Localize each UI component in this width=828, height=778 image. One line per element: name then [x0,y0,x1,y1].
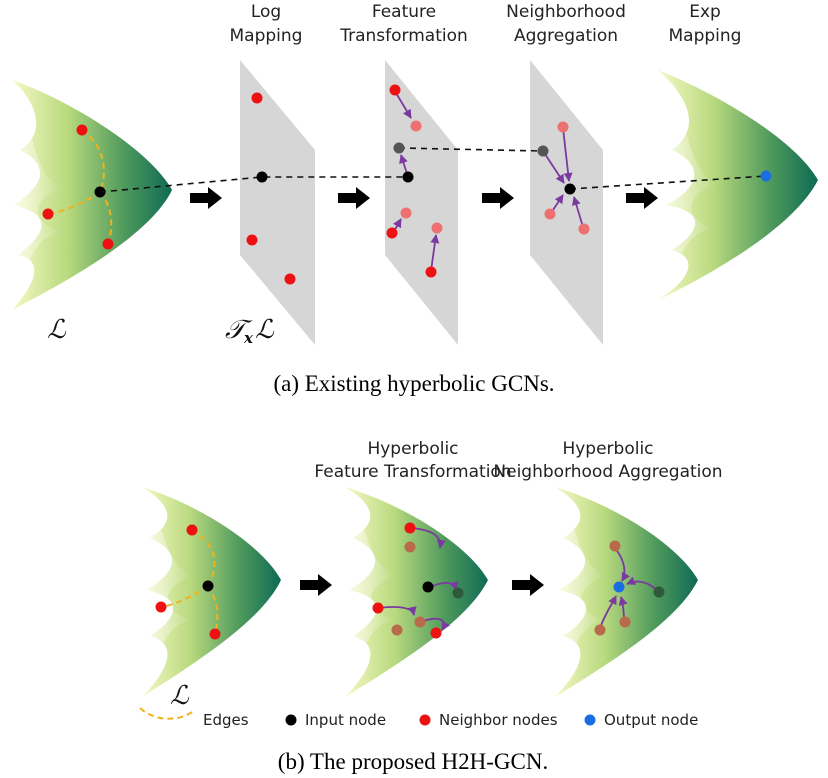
neighbor-node [425,266,437,278]
flow-arrow-icon [626,187,658,209]
tangent-space-label: 𝒯 x ℒ [225,315,275,347]
manifold-b3 [555,487,698,697]
aggregate-arrow [562,127,573,182]
panel-b: Hyperbolic Feature Transformation Hyperb… [139,439,723,774]
neighbor-node [186,524,198,536]
tangent-plane-aggregation [530,60,603,345]
transform-arrow [411,527,446,549]
neighbor-node [251,92,263,104]
output-node [613,581,625,593]
title-ft-line1: Feature [372,2,436,22]
input-node [202,580,214,592]
legend-output-node-icon [584,714,596,726]
title-hna-line1: Hyperbolic [562,439,653,459]
caption-a: (a) Existing hyperbolic GCNs. [273,371,554,396]
title-hyperbolic-neighborhood-aggregation: Hyperbolic Neighborhood Aggregation [493,439,722,482]
transformed-input-node [393,142,405,154]
neighbor-node [430,627,442,639]
flow-arrow-icon [300,574,332,596]
legend-input-node-icon [285,714,297,726]
legend-edges-label: Edges [203,711,249,729]
aggregate-arrow [542,150,565,184]
legend-input-node-label: Input node [305,711,386,729]
neighbor-node [76,124,88,136]
legend-edge-icon [139,707,196,720]
neighbor-node [284,273,296,285]
title-log-mapping: Log Mapping [230,2,303,46]
flow-arrow-icon [338,187,370,209]
legend-output-node-label: Output node [604,711,698,729]
title-ft-line2: Transformation [339,26,468,46]
transform-arrow [430,234,440,272]
title-exp-mapping: Exp Mapping [669,2,742,46]
output-node [760,170,772,182]
transformed-neighbor-node [400,207,412,219]
flow-arrow-icon [190,187,222,209]
transformed-neighbor-node [404,541,416,553]
transformed-neighbor-node [391,624,403,636]
manifold-b2 [345,487,488,697]
input-node [256,171,268,183]
title-na-line2: Aggregation [514,26,618,46]
aggregate-arrow [599,595,617,629]
tangent-plane-feature [385,60,458,345]
title-log-line1: Log [251,2,281,22]
neighbor-node [155,601,167,613]
aggregate-arrow [572,196,584,228]
title-log-line2: Mapping [230,26,303,46]
title-exp-line2: Mapping [669,26,742,46]
manifold-label-b: ℒ [170,681,190,711]
manifold-label-a: ℒ [47,315,67,345]
input-node [402,171,414,183]
transform-arrow [395,92,412,119]
legend: Edges Input node Neighbor nodes Output n… [139,707,698,729]
flow-arrow-icon [482,187,514,209]
transformed-neighbor-node [609,540,621,552]
neighbor-node [389,84,401,96]
transformed-input-node [653,586,665,598]
tangent-subscript: x [243,329,254,347]
neighbor-node [372,602,384,614]
neighbor-node [386,227,398,239]
transformed-neighbor-node [431,222,443,234]
aggregate-arrow [614,547,630,582]
transformed-neighbor-node [557,121,569,133]
caption-b: (b) The proposed H2H-GCN. [278,749,548,774]
title-feature-transformation: Feature Transformation [339,2,468,46]
title-hft-line1: Hyperbolic [367,439,458,459]
tangent-plane-log [240,60,315,345]
transformed-neighbor-node [414,616,426,628]
panel-a: Log Mapping Feature Transformation Neigh… [12,2,818,396]
transformed-input-node [537,145,549,157]
tangent-manifold-symbol: ℒ [255,315,275,345]
transformed-neighbor-node [578,223,590,235]
aggregated-node [564,183,576,195]
transformed-neighbor-node [594,624,606,636]
transformed-input-node [452,587,464,599]
neighbor-node [42,208,54,220]
title-hft-line2: Feature Transformation [314,462,511,482]
transformed-neighbor-node [544,208,556,220]
manifold-right-a [658,70,818,300]
title-exp-line1: Exp [689,2,721,22]
track-line-transformed [398,147,544,152]
legend-neighbor-node-icon [419,714,431,726]
neighbor-node [246,234,258,246]
manifold-left-a [12,80,172,310]
neighbor-node [404,522,416,534]
neighbor-node [102,238,114,250]
title-na-line1: Neighborhood [506,2,626,22]
title-neighborhood-aggregation: Neighborhood Aggregation [506,2,626,46]
transformed-neighbor-node [619,616,631,628]
input-node [422,581,434,593]
neighbor-node [209,628,221,640]
legend-neighbor-nodes-label: Neighbor nodes [439,711,558,729]
transformed-neighbor-node [410,120,422,132]
title-hna-line2: Neighborhood Aggregation [493,462,722,482]
title-hyperbolic-feature-transformation: Hyperbolic Feature Transformation [314,439,511,482]
manifold-b1 [142,487,281,697]
flow-arrow-icon [512,574,544,596]
